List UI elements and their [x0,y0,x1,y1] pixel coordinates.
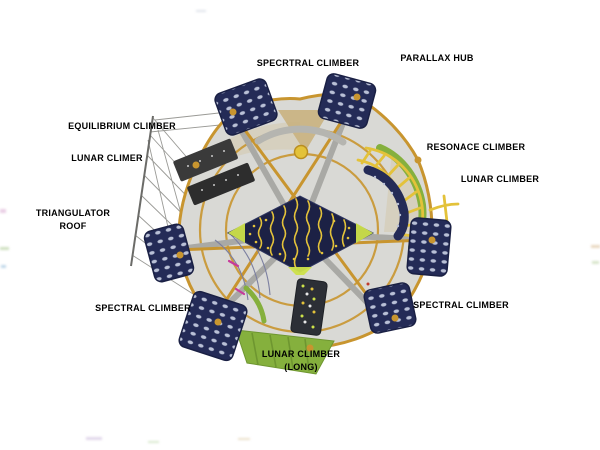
lunar-band-holes [373,175,402,228]
edge-artifact [0,209,6,213]
boulder-holds-lime [300,284,316,329]
equilibrium-wall-holds [187,150,240,191]
equilibrium-wall-2 [187,162,255,206]
roof-yellow-squiggles [257,198,347,269]
lunar-climber-long-stripes [251,332,310,372]
label-triangulator-roof: TRIANGULATOR ROOF [36,207,110,232]
panel-face [363,282,417,334]
spectral-panel-right [406,217,452,277]
lunar-panel-left [143,223,195,283]
edge-artifact [0,247,9,250]
wall-board [187,162,255,206]
boulder-holds-yellow [301,287,316,314]
label-lunar-climber-long-line2: (LONG) [284,361,318,372]
lunar-climber-band-right [363,165,409,241]
panel-face [406,217,452,277]
edge-artifact [592,261,599,264]
label-triangulator-roof-line2: ROOF [59,220,87,231]
label-resonance-climber: RESONACE CLIMBER [426,142,526,152]
label-triangulator-roof-line1: TRIANGULATOR [35,208,111,218]
roof-lime-accents [228,223,373,275]
boulder-holds-white [303,292,312,324]
panel-face [178,290,248,362]
edge-artifact [591,245,600,248]
edge-artifact [1,265,6,268]
spectral-panel-bottom-right [363,282,417,334]
lunar-climber-long-fan [235,329,335,375]
roof-yellow-dots [248,218,351,261]
label-lunar-climber-long: LUNAR CLIMBER (LONG) [262,348,340,373]
spectral-panel-bottom-left [178,290,248,362]
wall-board [173,138,238,182]
label-spectral-climber-top: SPECRTRAL CLIMBER [256,58,360,68]
spectral-panel-top-right [317,73,377,129]
top-center-gray-arc [254,125,347,146]
edge-artifact [196,10,206,12]
net-edge-pole [130,115,154,267]
label-parallax-hub: PARALLAX HUB [400,53,474,63]
panel-face [143,223,195,283]
corner-posts [176,93,436,352]
label-spectral-climber-left: SPECTRAL CLIMBER [95,303,191,313]
edge-artifact [148,441,159,443]
edge-artifact [238,438,250,440]
green-climber-arc-left [243,285,267,324]
label-spectral-climber-right: SPECTRAL CLIMBER [413,300,509,310]
label-lunar-climber-long-line1: LUNAR CLIMBER [261,349,341,359]
equilibrium-wall-1 [173,138,238,182]
panel-face [214,78,278,136]
edge-artifact [86,437,102,440]
label-equilibrium-climber: EQUILIBRIUM CLIMBER [68,121,176,131]
panel-face [317,73,377,129]
label-lunar-climber-left: LUNAR CLIMER [71,153,143,163]
parallax-hub-dome [293,144,309,160]
magenta-accents [227,259,246,296]
spectral-panel-top-left [214,78,278,136]
label-lunar-climber-right: LUNAR CLIMBER [460,174,540,184]
side-yellow-frame [428,194,460,224]
deck-tan-patch [210,122,424,232]
